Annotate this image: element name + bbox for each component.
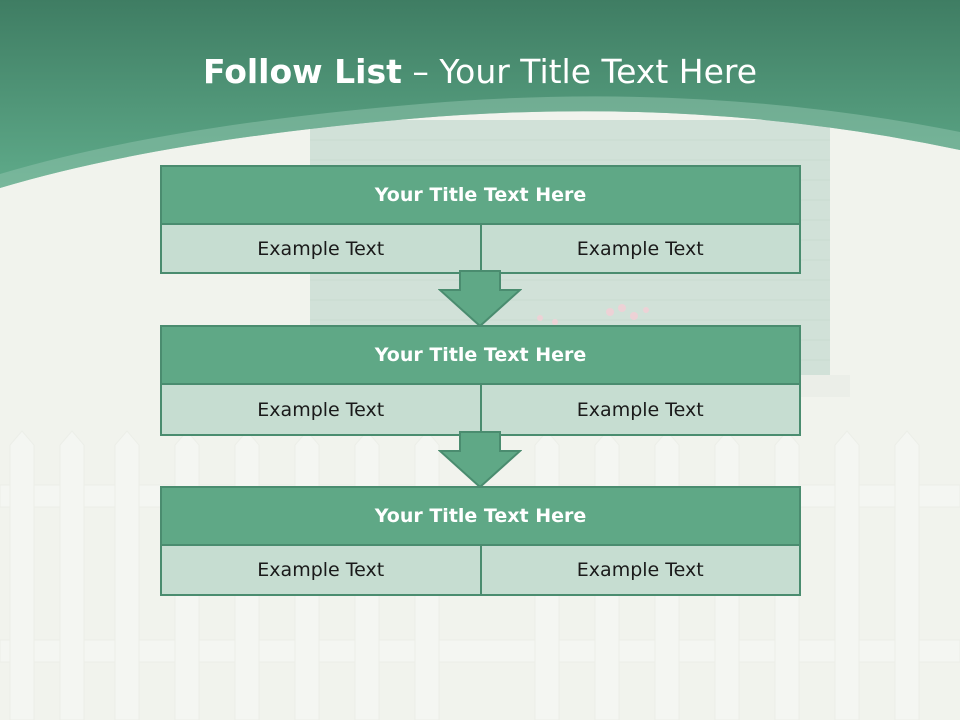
- down-arrow-icon: [438, 431, 522, 489]
- step-row: Example Text Example Text: [162, 385, 799, 434]
- step-row: Example Text Example Text: [162, 546, 799, 594]
- title-bold: Follow List: [202, 52, 402, 91]
- step-title: Your Title Text Here: [162, 327, 799, 385]
- step-title: Your Title Text Here: [162, 167, 799, 225]
- down-arrow-icon: [438, 270, 522, 328]
- step-box-1: Your Title Text Here Example Text Exampl…: [160, 165, 801, 274]
- step-cell-right: Example Text: [479, 385, 800, 434]
- title-rest: – Your Title Text Here: [401, 52, 758, 91]
- step-cell-left: Example Text: [257, 398, 385, 421]
- step-row: Example Text Example Text: [162, 225, 799, 272]
- step-cell-left: Example Text: [257, 559, 385, 581]
- step-title: Your Title Text Here: [162, 488, 799, 546]
- step-box-3: Your Title Text Here Example Text Exampl…: [160, 486, 801, 596]
- slide-title: Follow List – Your Title Text Here: [0, 52, 960, 91]
- step-cell-left: Example Text: [257, 237, 385, 260]
- step-cell-right: Example Text: [479, 546, 800, 594]
- step-cell-right: Example Text: [479, 225, 800, 272]
- step-box-2: Your Title Text Here Example Text Exampl…: [160, 325, 801, 436]
